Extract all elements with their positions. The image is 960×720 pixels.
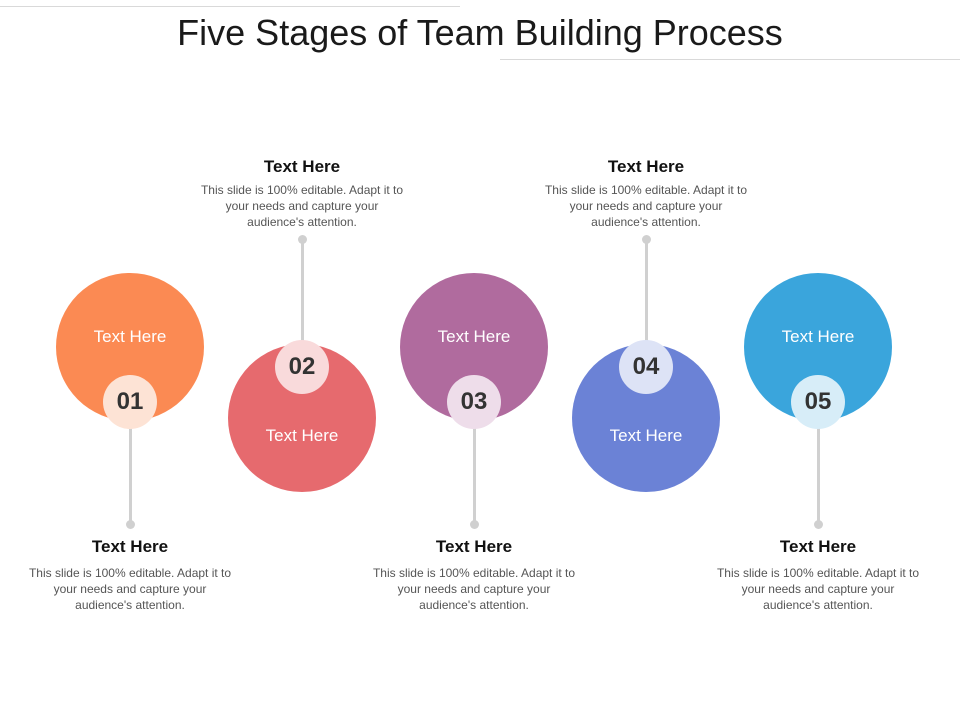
stage-number-badge-05: 05 — [791, 375, 845, 429]
connector-dot-04 — [641, 235, 651, 244]
stage-circle-label-03: Text Here — [437, 327, 511, 346]
stage-number-badge-01: 01 — [103, 375, 157, 429]
stage-number-badge-04: 04 — [619, 340, 673, 394]
stage-heading-05: Text Here — [779, 537, 857, 556]
stage-heading-01: Text Here — [91, 537, 169, 556]
page-title: Five Stages of Team Building Process — [177, 12, 783, 53]
stage-heading-04: Text Here — [607, 157, 685, 176]
connector-dot-02 — [297, 235, 307, 244]
top-right-divider — [500, 59, 960, 60]
connector-line-02 — [300, 240, 304, 343]
stage-description-05: This slide is 100% editable. Adapt it to… — [716, 566, 920, 612]
stage-description-02: This slide is 100% editable. Adapt it to… — [200, 183, 404, 229]
stage-circle-label-04: Text Here — [609, 426, 683, 445]
stage-description-04: This slide is 100% editable. Adapt it to… — [544, 183, 748, 229]
connector-line-04 — [644, 240, 648, 343]
stage-description-03: This slide is 100% editable. Adapt it to… — [372, 566, 576, 612]
stage-circle-label-05: Text Here — [781, 327, 855, 346]
stage-circle-label-01: Text Here — [93, 327, 167, 346]
stage-description-01: This slide is 100% editable. Adapt it to… — [28, 566, 232, 612]
stage-heading-03: Text Here — [435, 537, 513, 556]
connector-line-03 — [472, 422, 476, 524]
connector-dot-05 — [813, 520, 823, 529]
stage-number-badge-02: 02 — [275, 340, 329, 394]
connector-dot-03 — [469, 520, 479, 529]
top-left-divider — [0, 6, 460, 7]
stage-circle-label-02: Text Here — [265, 426, 339, 445]
stage-number-badge-03: 03 — [447, 375, 501, 429]
connector-line-01 — [128, 422, 132, 524]
stage-heading-02: Text Here — [263, 157, 341, 176]
connector-dot-01 — [125, 520, 135, 529]
connector-line-05 — [816, 422, 820, 524]
